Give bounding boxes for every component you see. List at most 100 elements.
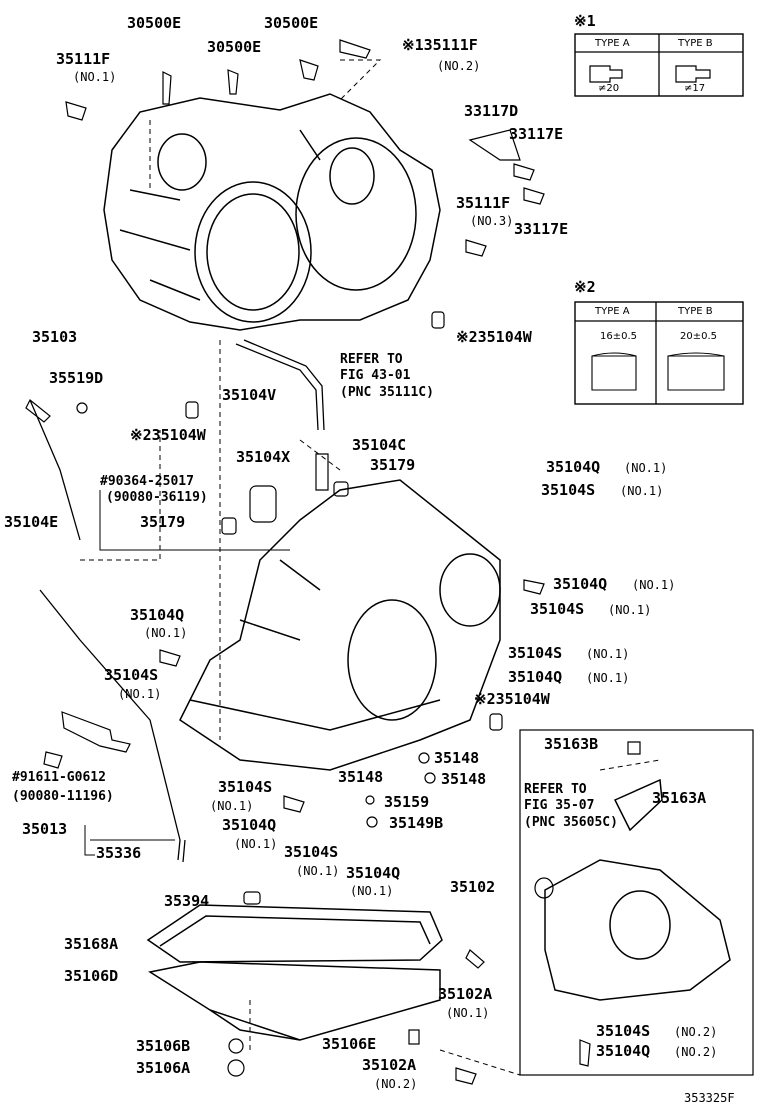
part-number-90080: (90080-11196) — [12, 789, 114, 804]
part-label-35104s: 35104S — [284, 843, 339, 861]
part-label-35163b: 35163B — [544, 735, 599, 753]
part-label-35104q: 35104Q — [222, 816, 277, 834]
part-label-35159: 35159 — [384, 793, 430, 811]
note1-table — [574, 33, 744, 97]
small-parts — [25, 39, 641, 1085]
part-note: (NO.2) — [674, 1025, 718, 1039]
note2-dim-a: 16±0.5 — [600, 331, 638, 342]
part-label-35111f: 35111F — [56, 50, 111, 68]
part-note: (NO.1) — [624, 461, 668, 475]
part-label-35104s: 35104S — [218, 778, 273, 796]
part-label-35102a: 35102A — [362, 1056, 417, 1074]
part-label-35179: 35179 — [370, 456, 416, 474]
part-label-35102a: 35102A — [438, 985, 493, 1003]
part-note: (NO.1) — [118, 687, 162, 701]
part-label-35104s: 35104S — [104, 666, 159, 684]
part-label-35111f: 35111F — [456, 194, 511, 212]
transaxle-housing — [103, 93, 441, 331]
note1-dim-b: ≠17 — [684, 83, 706, 94]
part-label-35163a: 35163A — [652, 789, 707, 807]
bracket-lines — [84, 490, 290, 856]
part-label-35104q: 35104Q — [508, 668, 563, 686]
part-note: (NO.1) — [620, 484, 664, 498]
part-number-90364: #90364-25017 — [100, 474, 194, 489]
oil-pan — [146, 904, 443, 1041]
part-label-35104s: 35104S — [541, 481, 596, 499]
part-label-35104e: 35104E — [4, 513, 59, 531]
part-label-35148: 35148 — [434, 749, 480, 767]
refer-line: (PNC 35605C) — [524, 814, 618, 830]
part-label-33117d: 33117D — [464, 102, 519, 120]
part-label-35106e: 35106E — [322, 1035, 377, 1053]
note1-marker: ※1 — [574, 12, 596, 30]
part-note: (NO.1) — [73, 70, 117, 84]
part-note: (NO.1) — [234, 837, 278, 851]
part-label-35336: 35336 — [96, 844, 142, 862]
part-label-35104q: 35104Q — [596, 1042, 651, 1060]
transaxle-case — [179, 479, 501, 771]
refer-line: REFER TO — [340, 352, 403, 367]
note1-type-a: TYPE A — [595, 38, 630, 49]
part-label-35149b: 35149B — [389, 814, 444, 832]
part-note: (NO.1) — [144, 626, 188, 640]
part-label-35104w: ※235104W — [130, 426, 206, 444]
part-number-91611: #91611-G0612 — [12, 770, 106, 785]
part-label-35103: 35103 — [32, 328, 78, 346]
figure-id: 353325F — [684, 1091, 735, 1105]
part-label-35111f: ※135111F — [402, 36, 478, 54]
part-note: (NO.1) — [350, 884, 394, 898]
part-note: (NO.1) — [446, 1006, 490, 1020]
part-label-35104s: 35104S — [530, 600, 585, 618]
part-label-35104s: 35104S — [508, 644, 563, 662]
part-label-35104x: 35104X — [236, 448, 291, 466]
part-label-35148: 35148 — [441, 770, 487, 788]
part-label-30500e: 30500E — [264, 14, 319, 32]
part-label-35106a: 35106A — [136, 1059, 191, 1077]
refer-line: FIG 35-07 — [524, 798, 595, 814]
part-label-35179: 35179 — [140, 513, 186, 531]
refer-line: (PNC 35111C) — [340, 384, 434, 400]
part-label-30500e: 30500E — [207, 38, 262, 56]
refer-note: REFER TO FIG 35-07 (PNC 35605C) — [524, 782, 618, 831]
part-label-35394: 35394 — [164, 892, 210, 910]
note1-type-b: TYPE B — [678, 38, 713, 49]
part-label-35106b: 35106B — [136, 1037, 191, 1055]
part-note: (NO.3) — [470, 214, 514, 228]
part-label-35104v: 35104V — [222, 386, 277, 404]
note2-dim-b: 20±0.5 — [680, 331, 718, 342]
part-label-35104q: 35104Q — [130, 606, 185, 624]
leader-lines — [80, 59, 661, 1076]
note2-type-b: TYPE B — [678, 306, 713, 317]
part-label-35104w: ※235104W — [474, 690, 550, 708]
note2-type-a: TYPE A — [595, 306, 630, 317]
part-note: (NO.2) — [374, 1077, 418, 1091]
note2-marker: ※2 — [574, 278, 596, 296]
part-label-33117e: 33117E — [514, 220, 569, 238]
part-note: (NO.1) — [632, 578, 676, 592]
part-label-35168a: 35168A — [64, 935, 119, 953]
dipstick-bracket — [43, 711, 131, 769]
part-label-35104w: ※235104W — [456, 328, 532, 346]
part-note: (NO.1) — [586, 647, 630, 661]
part-label-35104q: 35104Q — [346, 864, 401, 882]
part-note: (NO.1) — [210, 799, 254, 813]
part-label-35104s: 35104S — [596, 1022, 651, 1040]
part-label-35013: 35013 — [22, 820, 68, 838]
refer-note: REFER TO FIG 43-01 (PNC 35111C) — [340, 352, 434, 401]
part-label-33117e: 33117E — [509, 125, 564, 143]
part-label-35104q: 35104Q — [546, 458, 601, 476]
part-label-30500e: 30500E — [127, 14, 182, 32]
refer-line: REFER TO — [524, 782, 587, 797]
part-label-35104c: 35104C — [352, 436, 407, 454]
part-note: (NO.2) — [674, 1045, 718, 1059]
extension-housing — [519, 729, 754, 1076]
dipstick-and-tube — [29, 339, 325, 863]
part-label-35519d: 35519D — [49, 369, 104, 387]
part-note: (NO.1) — [586, 671, 630, 685]
part-note: (NO.2) — [437, 59, 481, 73]
part-label-35104q: 35104Q — [553, 575, 608, 593]
part-note: (NO.1) — [608, 603, 652, 617]
part-label-35106d: 35106D — [64, 967, 119, 985]
